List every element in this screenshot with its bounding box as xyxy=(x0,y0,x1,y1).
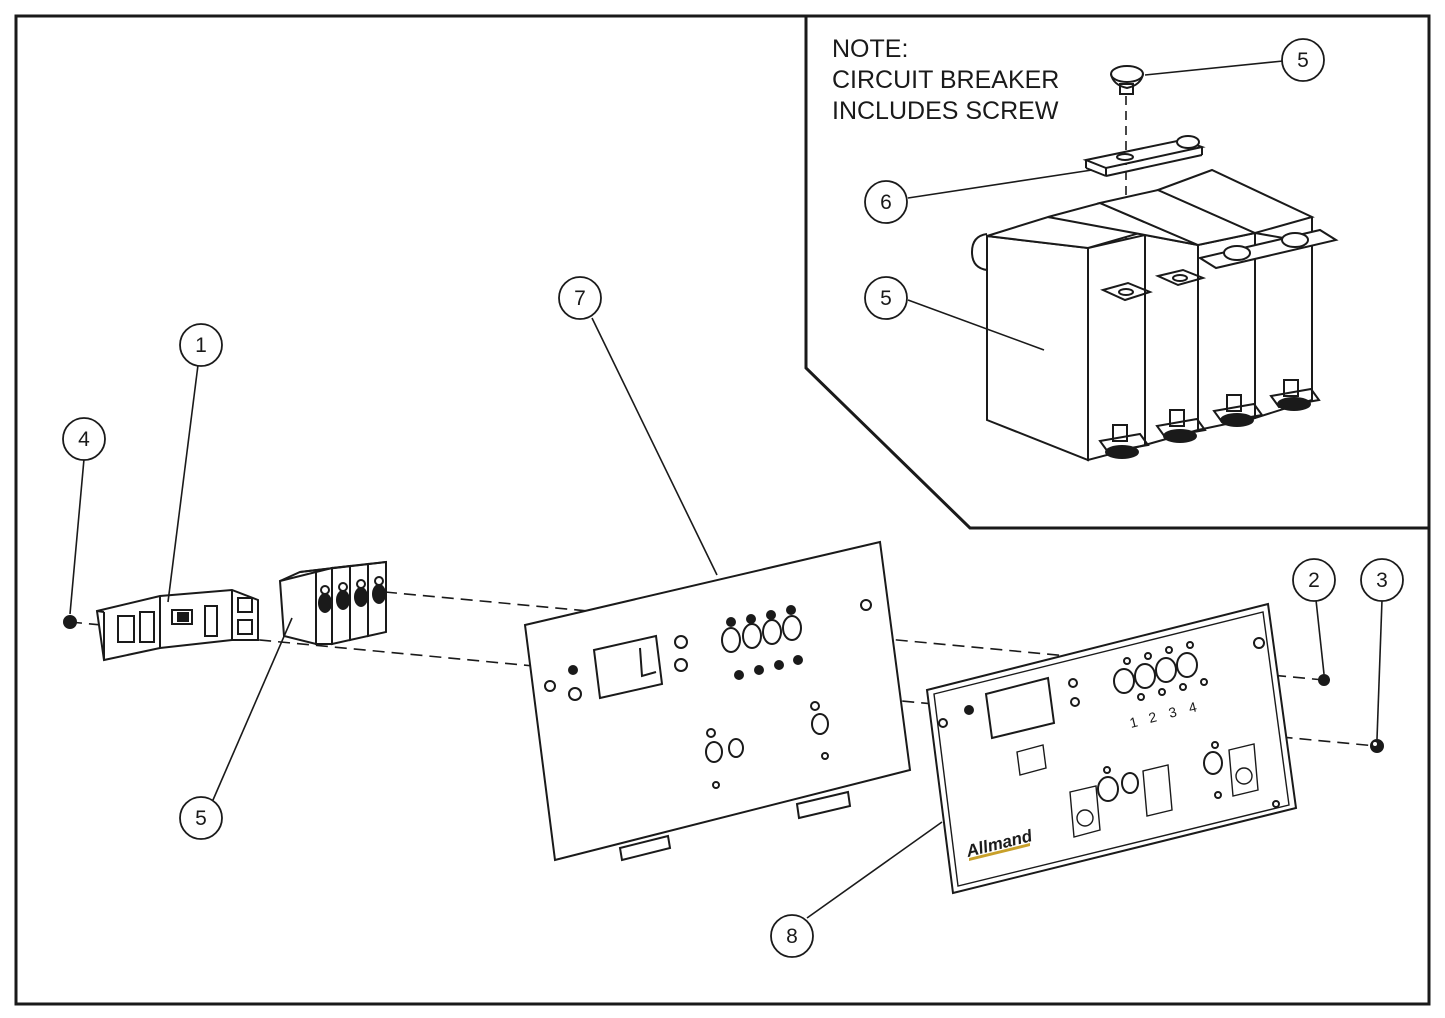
callout-3-circle xyxy=(1360,558,1404,602)
drawing-border xyxy=(14,14,1431,1006)
callout-5-inset-mid: 5 xyxy=(880,287,892,310)
callout-2-circle xyxy=(1292,558,1336,602)
callout-5-inset-top-circle xyxy=(1281,38,1325,82)
leader-7 xyxy=(591,317,718,576)
inset-detail-frame xyxy=(804,16,1429,530)
callout-2: 2 xyxy=(1308,569,1320,592)
part-8-faceplate xyxy=(925,602,1298,895)
leader-4 xyxy=(69,458,85,615)
inset-screw xyxy=(1110,65,1144,95)
callout-6: 6 xyxy=(880,191,892,214)
callout-1: 1 xyxy=(195,334,207,357)
callout-7: 7 xyxy=(574,287,586,310)
callout-8-circle xyxy=(770,914,814,958)
decal-breaker-number-2: 2 xyxy=(1147,708,1159,725)
callout-4: 4 xyxy=(78,428,90,451)
callout-3: 3 xyxy=(1376,569,1388,592)
leader-5-main xyxy=(212,617,293,801)
callout-5-main-circle xyxy=(179,796,223,840)
inset-bus-bar xyxy=(1082,135,1206,177)
callout-7-circle xyxy=(558,276,602,320)
note-line-2: CIRCUIT BREAKER xyxy=(832,66,1060,94)
note-line-1: NOTE: xyxy=(832,35,909,63)
part-4-nut xyxy=(63,615,77,629)
callout-5-main: 5 xyxy=(195,807,207,830)
part-5-breaker-stack xyxy=(278,560,387,646)
inset-note: NOTE: CIRCUIT BREAKER INCLUDES SCREW xyxy=(832,34,1059,127)
callout-5-inset-top: 5 xyxy=(1297,49,1309,72)
part-7-back-panel xyxy=(523,540,912,862)
leader-3 xyxy=(1376,599,1383,740)
callout-8: 8 xyxy=(786,925,798,948)
part-2-screw xyxy=(1318,674,1330,686)
part-1-main-breaker xyxy=(95,588,259,662)
decal-breaker-number-1: 1 xyxy=(1128,713,1140,730)
decal-breaker-number-3: 3 xyxy=(1167,703,1179,720)
leader-1 xyxy=(167,364,199,603)
leader-inset-5-mid xyxy=(907,299,1045,351)
callout-1-circle xyxy=(179,323,223,367)
part-3-screw xyxy=(1370,739,1384,753)
inset-breaker-stack xyxy=(970,168,1339,462)
callout-5-inset-mid-circle xyxy=(864,276,908,320)
leader-inset-6 xyxy=(907,169,1093,199)
callout-6-circle xyxy=(864,180,908,224)
leader-inset-5-top xyxy=(1144,60,1284,76)
decal-breaker-number-4: 4 xyxy=(1187,698,1199,715)
leader-2 xyxy=(1315,599,1325,675)
leader-8 xyxy=(806,821,943,919)
note-line-3: INCLUDES SCREW xyxy=(832,97,1059,125)
callout-4-circle xyxy=(62,417,106,461)
